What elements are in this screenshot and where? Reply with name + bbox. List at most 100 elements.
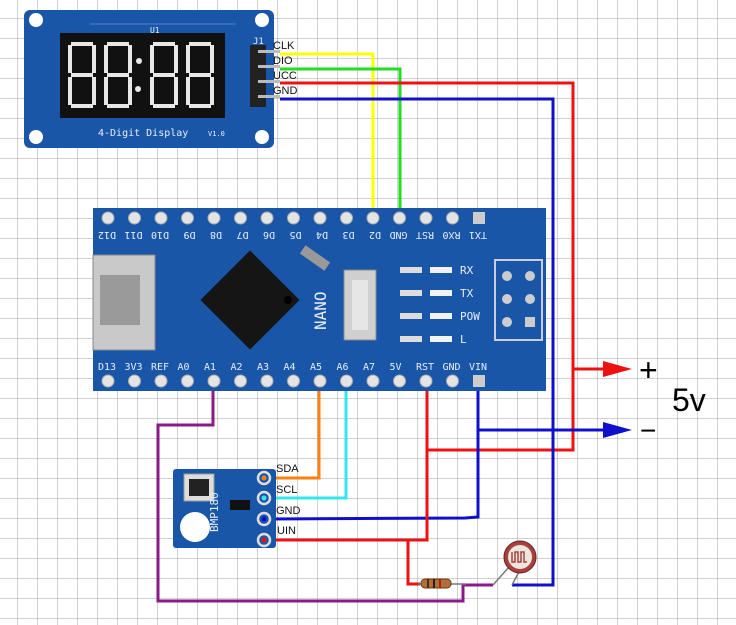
wire-clk-d3 — [280, 52, 375, 218]
nano-bottom-pin-label: REF — [151, 362, 169, 373]
digit-segment — [104, 45, 108, 73]
resistor-smd — [400, 267, 422, 273]
digit-segment — [153, 104, 175, 108]
voltage-label: 5v — [672, 382, 706, 418]
nano-pin-d12 — [101, 211, 115, 225]
colon-dot — [135, 86, 141, 92]
nano-pin-rst — [419, 374, 433, 388]
sensor-label-uin: UIN — [277, 525, 296, 537]
nano-top-pin-label: D11 — [124, 229, 142, 240]
digit-segment — [107, 42, 129, 46]
digit-segment — [150, 77, 154, 105]
wire-ucc-plus — [280, 81, 575, 452]
minus-arrow-icon — [603, 422, 632, 438]
digit-segment — [186, 77, 190, 105]
nano-bottom-pin-label: A4 — [284, 362, 296, 373]
led-label: POW — [460, 310, 480, 323]
wire-nano-5v — [268, 378, 429, 542]
digit-segment — [68, 45, 72, 73]
digit-segment — [210, 77, 214, 105]
wire-dio-d2 — [280, 67, 402, 218]
led-l — [430, 336, 452, 342]
wire-gnd-minus — [280, 97, 555, 587]
digit-segment — [210, 45, 214, 73]
nano-pin-a6 — [340, 374, 353, 388]
nano-pin-d4 — [313, 211, 327, 225]
digit-segment — [150, 45, 154, 73]
nano-pin-tx1 — [473, 212, 485, 224]
nano-pin-a3 — [260, 374, 274, 388]
sensor-name: BMP180 — [208, 492, 221, 532]
digit-segment — [174, 45, 178, 73]
digit-segment — [153, 42, 175, 46]
display-pin-dio: DIO — [273, 55, 293, 67]
nano-pin-ref — [154, 374, 168, 388]
nano-top-pin-label: D8 — [210, 229, 222, 240]
sensor-label-gnd: GND — [276, 505, 301, 517]
mount-hole — [29, 13, 43, 27]
digit-segment — [71, 73, 93, 77]
nano-bottom-pin-label: A0 — [178, 362, 190, 373]
nano-top-pin-label: D3 — [342, 229, 354, 240]
board-label: NANO — [311, 291, 330, 330]
digit-segment — [189, 73, 211, 77]
nano-top-pin-label: D12 — [98, 229, 116, 240]
mount-hole — [255, 13, 269, 27]
nano-pin-d13 — [101, 374, 115, 388]
led-label: TX — [460, 287, 474, 300]
nano-pin-d6 — [260, 211, 274, 225]
colon-dot — [136, 58, 142, 64]
nano-pin-d7 — [234, 211, 247, 225]
digit-segment — [92, 77, 96, 105]
digit-segment — [104, 77, 108, 105]
display-title: 4-Digit Display — [98, 128, 188, 139]
led-tx — [430, 290, 452, 296]
nano-pin-3v3 — [128, 374, 141, 388]
bmp180-sensor: BMP180 SDA SCL GND UIN — [173, 463, 301, 548]
wires — [156, 52, 603, 603]
nano-pin-d11 — [128, 211, 141, 225]
digit-segment — [71, 42, 93, 46]
digit-segment — [153, 73, 175, 77]
sensor-label-sda: SDA — [276, 463, 299, 475]
nano-top-pin-label: D9 — [183, 229, 195, 240]
nano-top-pin-label: GND — [389, 229, 407, 240]
resistor-smd — [400, 336, 422, 342]
nano-bottom-pin-label: A3 — [257, 362, 269, 373]
digit-segment — [189, 104, 211, 108]
nano-bottom-pin-label: 5V — [390, 362, 402, 373]
plus-label: + — [639, 352, 658, 388]
nano-pin-gnd — [446, 374, 459, 388]
digit-segment — [189, 42, 211, 46]
nano-pin-rx0 — [446, 211, 459, 225]
digit-segment — [128, 77, 132, 105]
nano-top-pin-label: RST — [416, 229, 434, 240]
nano-pin-a2 — [234, 374, 247, 388]
nano-bottom-pin-label: A2 — [231, 362, 243, 373]
display-pin-gnd: GND — [273, 85, 298, 97]
nano-pcb — [93, 208, 546, 391]
digit-segment — [68, 77, 72, 105]
nano-bottom-pin-label: A1 — [204, 362, 216, 373]
digit-segment — [92, 45, 96, 73]
nano-bottom-pin-label: VIN — [469, 362, 487, 373]
resistor-smd — [400, 290, 422, 296]
crystal — [299, 245, 331, 271]
digit-segment — [71, 104, 93, 108]
nano-pin-gnd — [393, 211, 406, 225]
mount-hole — [29, 130, 43, 144]
nano-pin-d10 — [154, 211, 168, 225]
nano-top-pin-label: D4 — [316, 229, 328, 240]
display-version: V1.0 — [208, 130, 225, 138]
sensor-label-scl: SCL — [276, 484, 297, 496]
nano-pin-a0 — [181, 374, 194, 388]
resistor-smd — [400, 313, 422, 319]
nano-top-pin-label: RX0 — [442, 229, 460, 240]
power-supply-indicator: + − 5v — [603, 352, 706, 446]
digit-segment — [128, 45, 132, 73]
wire-a4-sda — [268, 380, 321, 480]
resistor — [418, 578, 466, 589]
mount-hole — [180, 512, 210, 542]
